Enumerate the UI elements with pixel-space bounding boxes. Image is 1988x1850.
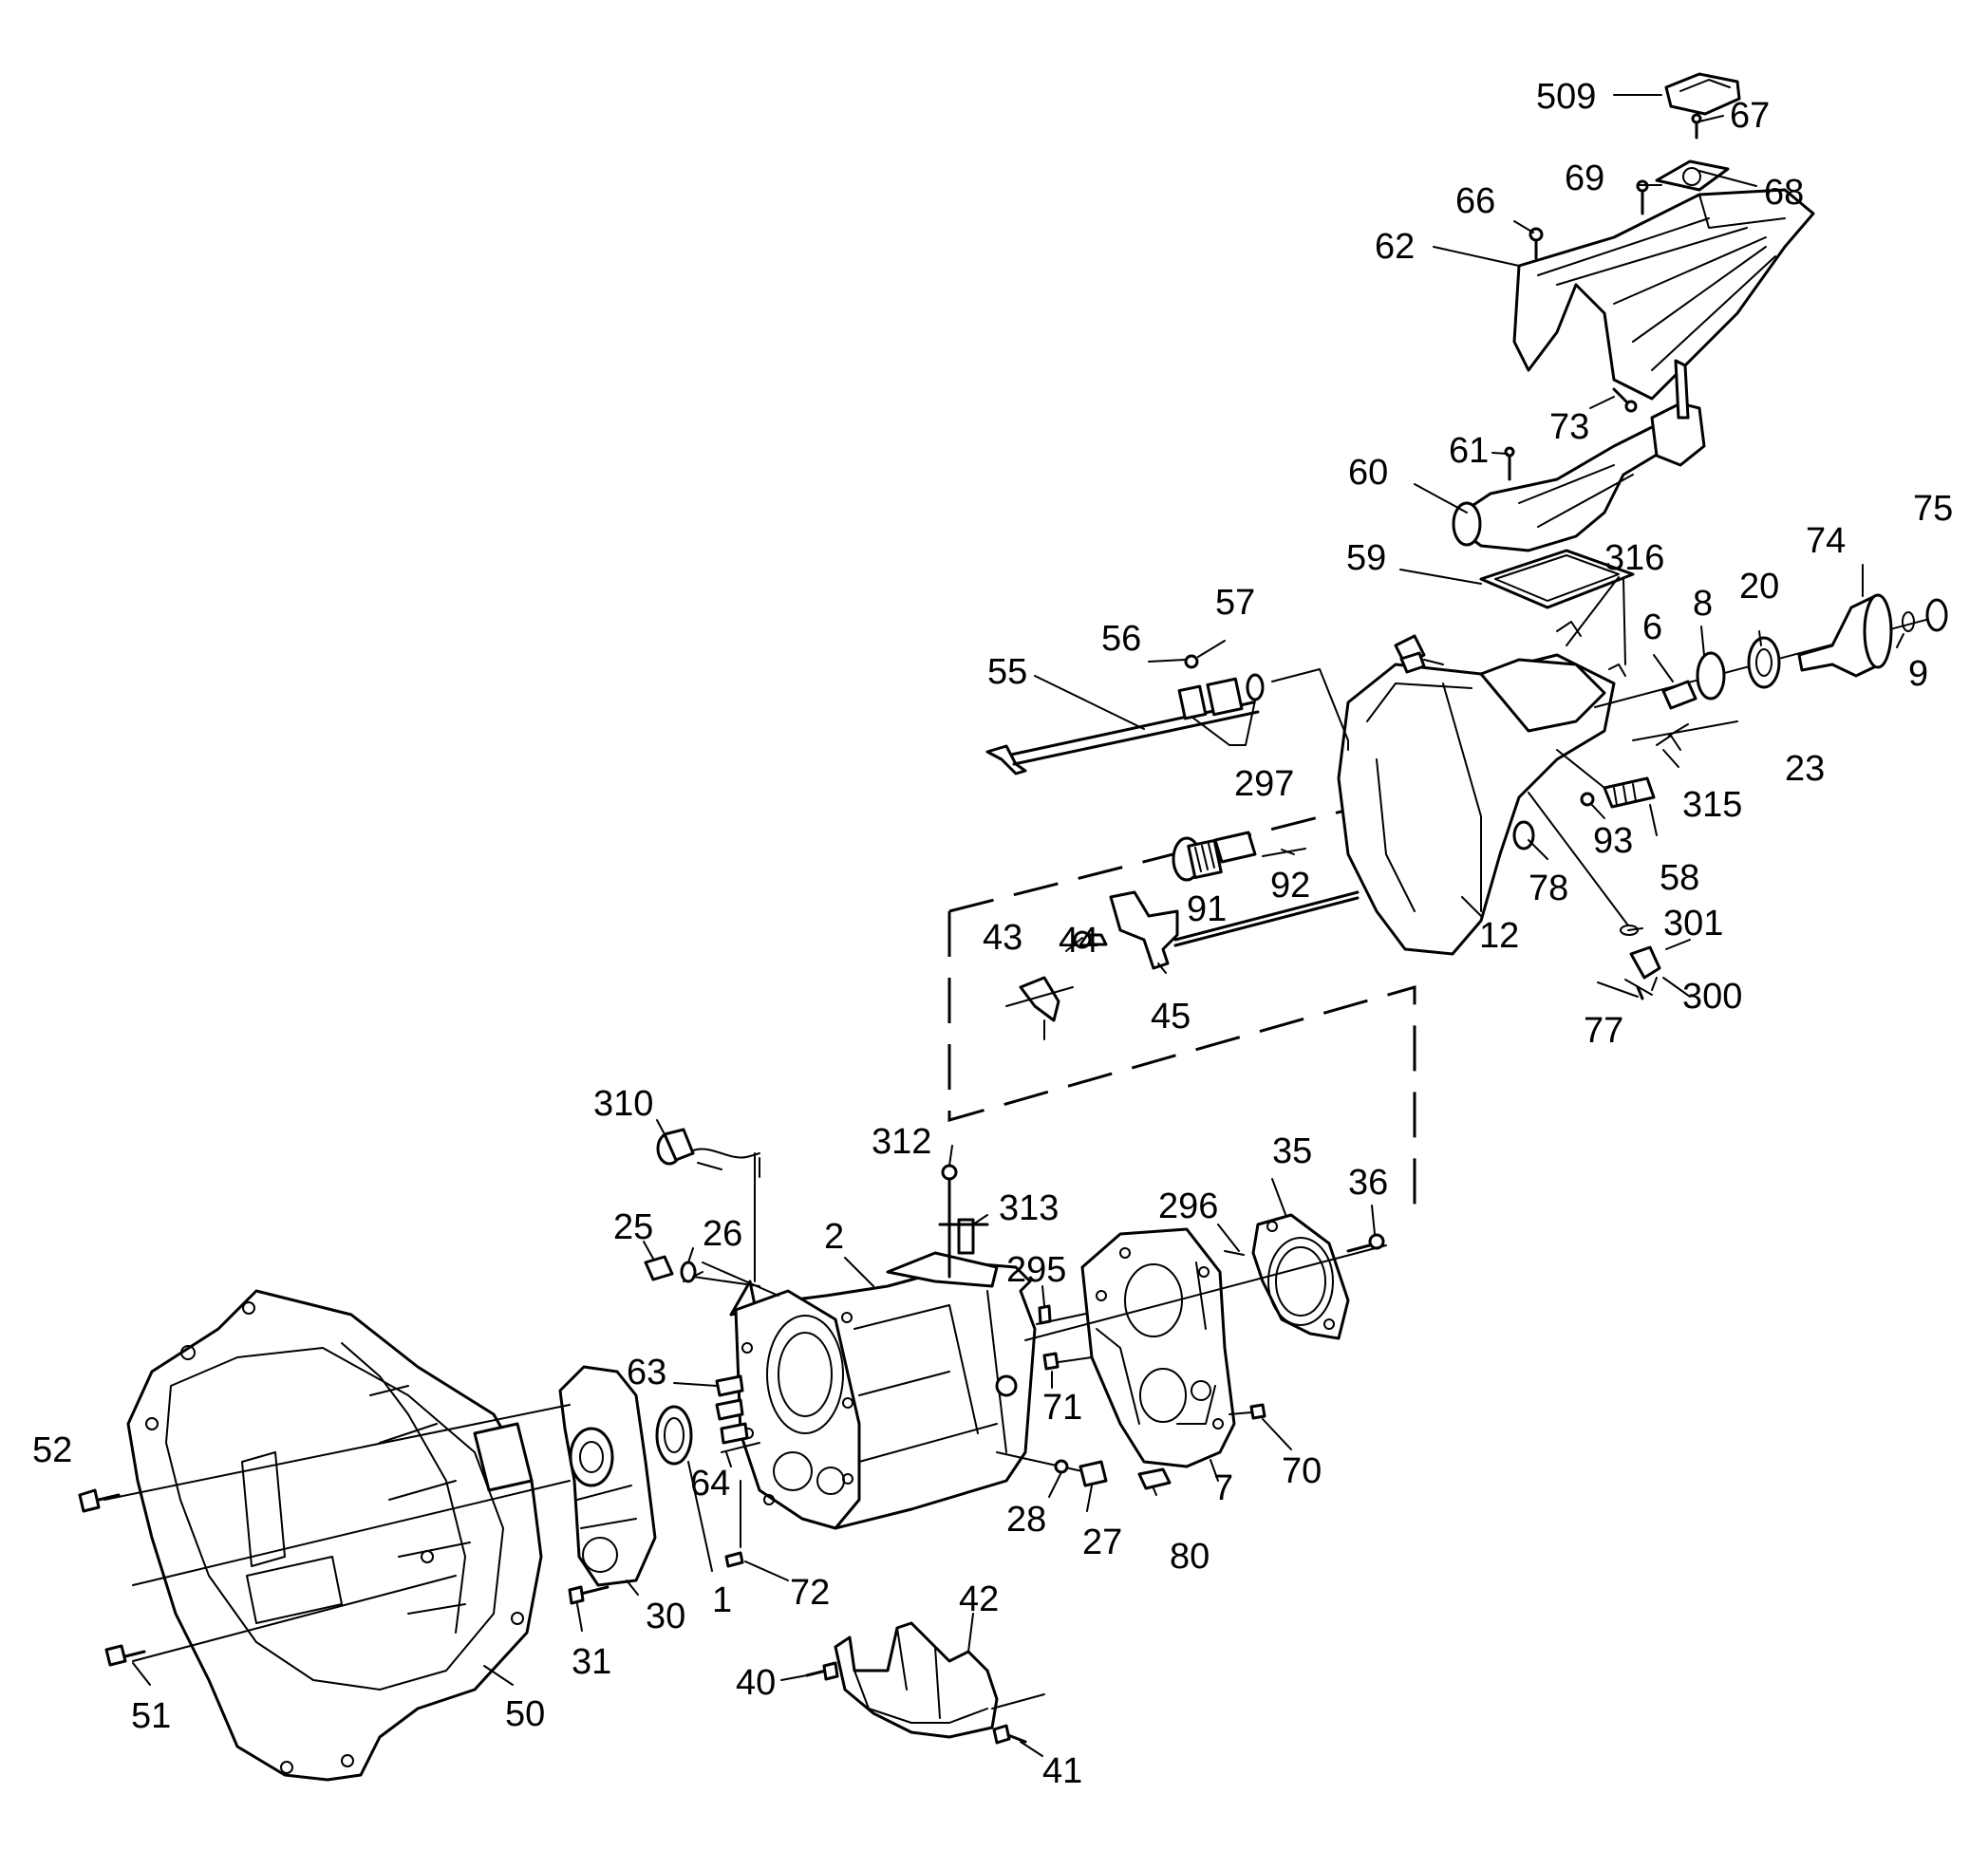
callout-74: 74 <box>1806 521 1846 561</box>
leader-lines <box>132 94 1904 1757</box>
detent-plunger-91 <box>1172 831 1306 882</box>
bolt-40 <box>805 1661 839 1681</box>
shifter-bracket-62 <box>1512 188 1815 401</box>
plug-58 <box>1556 749 1656 809</box>
callout-45: 45 <box>1151 997 1191 1037</box>
callout-57: 57 <box>1215 583 1255 623</box>
callout-44: 44 <box>1059 921 1098 961</box>
bell-housing-50 <box>126 1289 543 1782</box>
bolt-31 <box>568 1585 610 1605</box>
callout-50: 50 <box>505 1694 545 1734</box>
callout-25: 25 <box>613 1207 653 1247</box>
lower-cover-42 <box>834 1621 1045 1739</box>
extension-housing-12 <box>1337 634 1616 956</box>
callout-69: 69 <box>1565 159 1604 198</box>
shaft-axis-line <box>1024 1244 1387 1341</box>
callout-59: 59 <box>1346 538 1386 578</box>
lever-43 <box>1005 976 1074 1040</box>
bolt-52 <box>78 1488 121 1513</box>
callout-1: 1 <box>712 1580 732 1620</box>
callout-9: 9 <box>1908 654 1928 694</box>
shift-shaft-55 <box>985 654 1349 776</box>
callout-27: 27 <box>1082 1523 1122 1562</box>
callout-72: 72 <box>790 1573 830 1613</box>
bell-housing-axis-lines <box>103 1404 571 1662</box>
callout-43: 43 <box>983 918 1022 958</box>
callout-31: 31 <box>572 1642 611 1682</box>
callout-52: 52 <box>32 1430 72 1470</box>
callout-296: 296 <box>1158 1187 1218 1226</box>
callout-93: 93 <box>1593 821 1633 861</box>
callout-6: 6 <box>1642 607 1662 647</box>
boot-plate-68 <box>1655 159 1730 192</box>
callout-73: 73 <box>1549 407 1589 447</box>
callout-42: 42 <box>959 1579 999 1619</box>
shift-fork-45 <box>1073 890 1360 970</box>
callout-55: 55 <box>987 652 1027 692</box>
callout-312: 312 <box>872 1122 931 1162</box>
callout-12: 12 <box>1479 916 1519 956</box>
callout-2: 2 <box>824 1217 844 1257</box>
gasket-59 <box>1479 549 1635 609</box>
callout-316: 316 <box>1604 538 1664 578</box>
callout-66: 66 <box>1455 181 1495 221</box>
callout-30: 30 <box>646 1597 685 1636</box>
callout-77: 77 <box>1584 1011 1623 1051</box>
dust-boot-509 <box>1664 72 1741 116</box>
callout-35: 35 <box>1272 1131 1312 1171</box>
callout-26: 26 <box>703 1214 742 1254</box>
callout-56: 56 <box>1101 619 1141 659</box>
adapter-plate-7 <box>1080 1227 1236 1468</box>
bolt-41 <box>992 1724 1027 1745</box>
callout-92: 92 <box>1270 866 1310 906</box>
callout-36: 36 <box>1348 1163 1388 1203</box>
callout-295: 295 <box>1006 1250 1066 1290</box>
callout-58: 58 <box>1660 858 1699 898</box>
callout-67: 67 <box>1730 96 1770 136</box>
callout-509: 509 <box>1536 77 1596 117</box>
shift-housing-60 <box>1452 359 1706 552</box>
adapter-fasteners <box>1042 1250 1266 1490</box>
callout-62: 62 <box>1375 227 1415 267</box>
callout-61: 61 <box>1449 431 1489 471</box>
callout-297: 297 <box>1234 764 1294 804</box>
callout-8: 8 <box>1693 584 1713 624</box>
tailshaft-components <box>1594 593 1948 710</box>
bolt-51 <box>104 1644 146 1667</box>
callout-91: 91 <box>1187 889 1227 929</box>
sensor-300 <box>1528 792 1661 1000</box>
callout-41: 41 <box>1042 1751 1082 1791</box>
callout-labels: 509 67 68 69 66 62 73 61 60 59 316 74 75… <box>32 77 1953 1791</box>
callout-51: 51 <box>131 1696 171 1736</box>
callout-313: 313 <box>999 1188 1059 1228</box>
callout-315: 315 <box>1682 785 1742 825</box>
callout-71: 71 <box>1042 1388 1082 1428</box>
speed-sensor-310 <box>656 1128 760 1178</box>
callout-301: 301 <box>1663 904 1723 944</box>
callout-20: 20 <box>1739 567 1779 607</box>
callout-64: 64 <box>690 1464 730 1504</box>
callout-40: 40 <box>736 1663 776 1703</box>
retainer-35 <box>1251 1213 1350 1340</box>
callout-28: 28 <box>1006 1500 1046 1540</box>
callout-60: 60 <box>1348 453 1388 493</box>
callout-7: 7 <box>1213 1468 1233 1508</box>
callout-63: 63 <box>627 1353 666 1392</box>
callout-310: 310 <box>593 1084 653 1124</box>
callout-78: 78 <box>1529 869 1568 908</box>
front-retainer-30 <box>558 1365 657 1587</box>
callout-70: 70 <box>1282 1451 1322 1491</box>
transmission-case-2 <box>729 1251 1037 1530</box>
callout-68: 68 <box>1764 173 1804 213</box>
callout-23: 23 <box>1785 749 1825 789</box>
bolt-36 <box>1346 1233 1385 1253</box>
callout-80: 80 <box>1170 1537 1210 1577</box>
callout-300: 300 <box>1682 977 1742 1017</box>
callout-75: 75 <box>1913 489 1953 529</box>
plug-25-washer-26 <box>644 1255 760 1287</box>
seal-1 <box>655 1405 693 1466</box>
